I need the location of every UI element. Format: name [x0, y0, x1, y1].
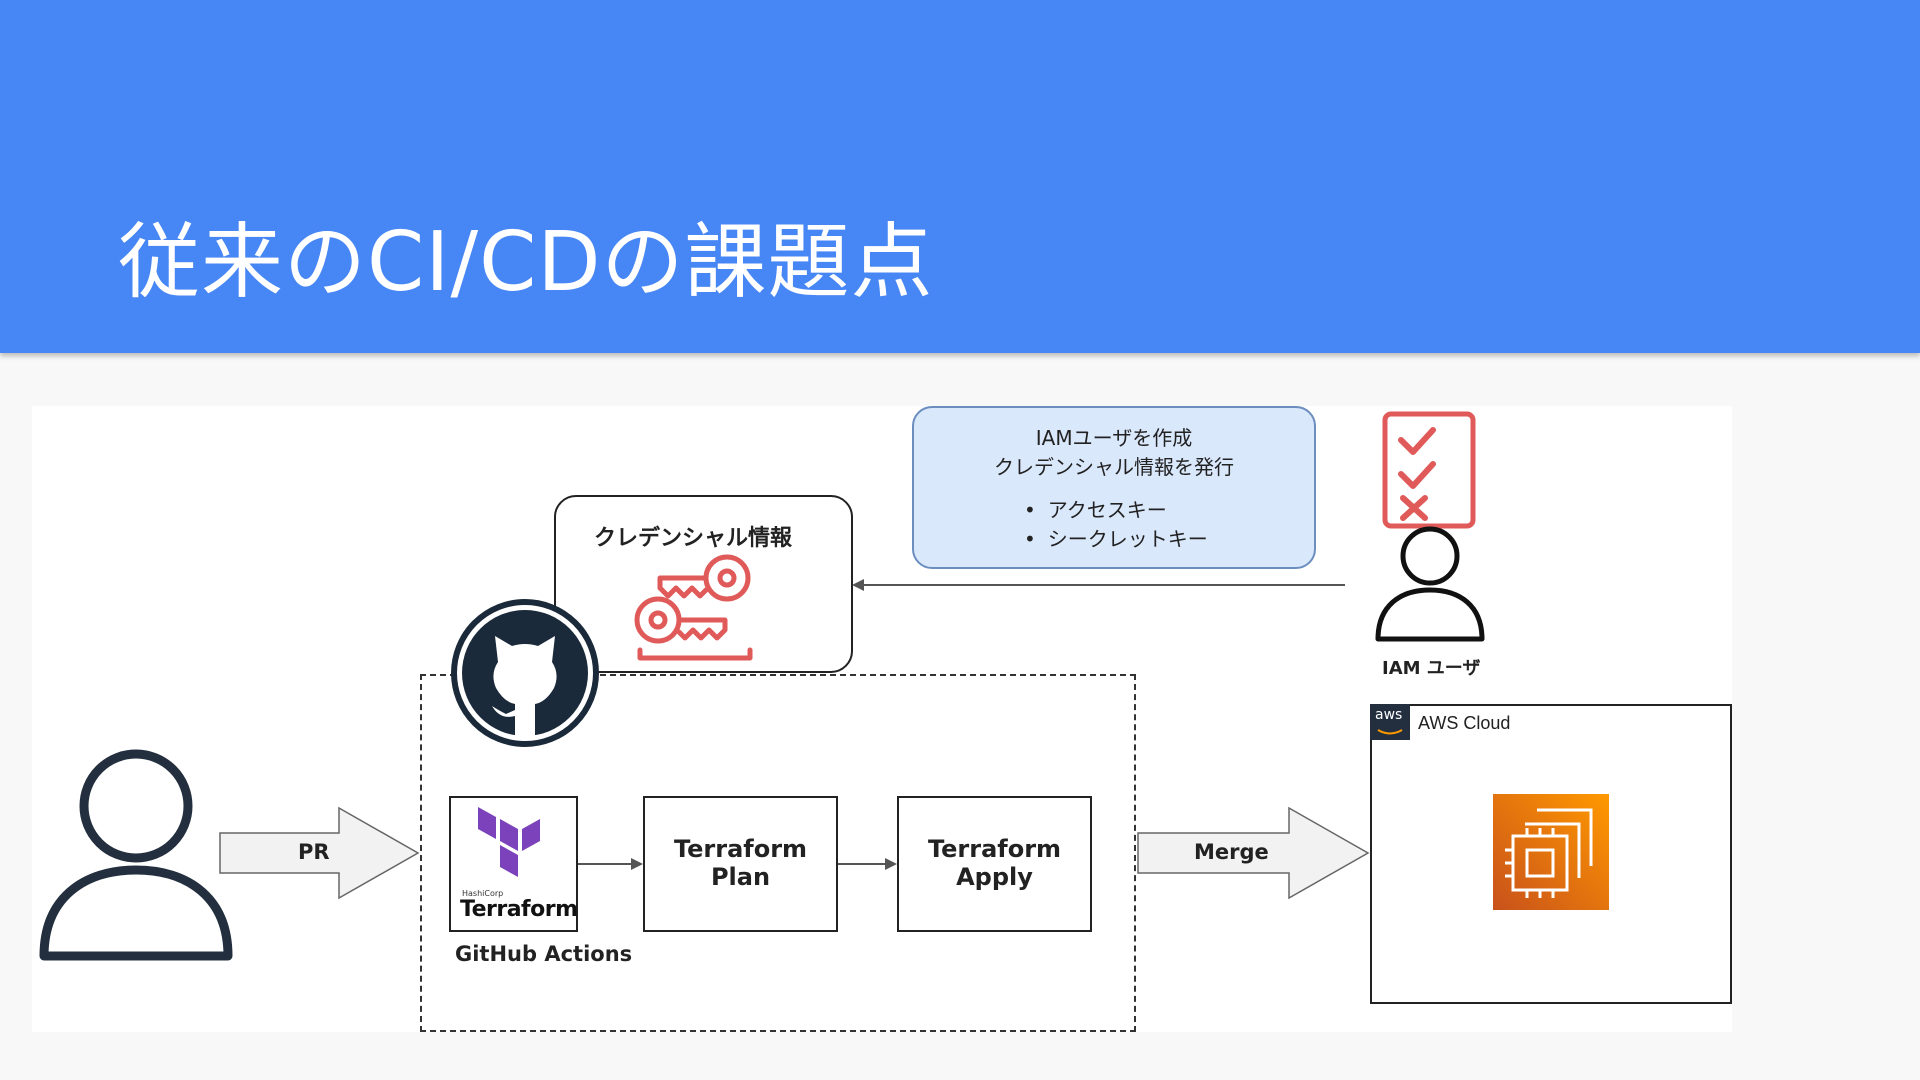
credential-box: [554, 495, 853, 673]
aws-logo-icon: aws: [1370, 704, 1410, 740]
credential-label: クレデンシャル情報: [594, 526, 793, 551]
plan-line2: Plan: [710, 863, 771, 891]
note-line1: IAMユーザを作成: [1035, 426, 1193, 450]
note-bullets: アクセスキー シークレットキー: [1024, 494, 1314, 552]
terraform-apply-step: Terraform Apply: [897, 796, 1092, 932]
merge-label: Merge: [1194, 840, 1269, 864]
github-actions-label: GitHub Actions: [455, 942, 633, 966]
terraform-plan-step: Terraform Plan: [643, 796, 838, 932]
aws-badge-text: aws: [1375, 707, 1403, 723]
pr-arrow: [219, 806, 420, 900]
checklist-icon: [1382, 411, 1476, 529]
iam-user-icon: [1375, 526, 1485, 642]
iam-user-label: IAM ユーザ: [1382, 658, 1481, 679]
merge-arrow: [1137, 806, 1370, 900]
iam-note: IAMユーザを作成 クレデンシャル情報を発行 アクセスキー シークレットキー: [912, 406, 1316, 569]
terraform-name: Terraform: [460, 897, 578, 922]
slide-title: 従来のCI/CDの課題点: [118, 215, 934, 310]
pr-label: PR: [298, 840, 330, 864]
slide-header: [0, 0, 1920, 353]
github-actions-area: [420, 674, 1136, 1032]
keys-icon: [634, 554, 753, 661]
note-bullet: シークレットキー: [1024, 523, 1314, 552]
terraform-icon: [478, 807, 540, 877]
plan-line1: Terraform: [673, 835, 808, 864]
note-bullet: アクセスキー: [1024, 494, 1314, 523]
note-line2: クレデンシャル情報を発行: [994, 455, 1234, 479]
apply-line2: Apply: [956, 863, 1033, 891]
developer-icon: [39, 749, 233, 961]
apply-line1: Terraform: [927, 835, 1062, 864]
ec2-icon: [1493, 794, 1609, 910]
terraform-brand: HashiCorp: [462, 889, 504, 898]
github-icon: [451, 599, 599, 747]
aws-cloud-label: AWS Cloud: [1418, 713, 1511, 733]
